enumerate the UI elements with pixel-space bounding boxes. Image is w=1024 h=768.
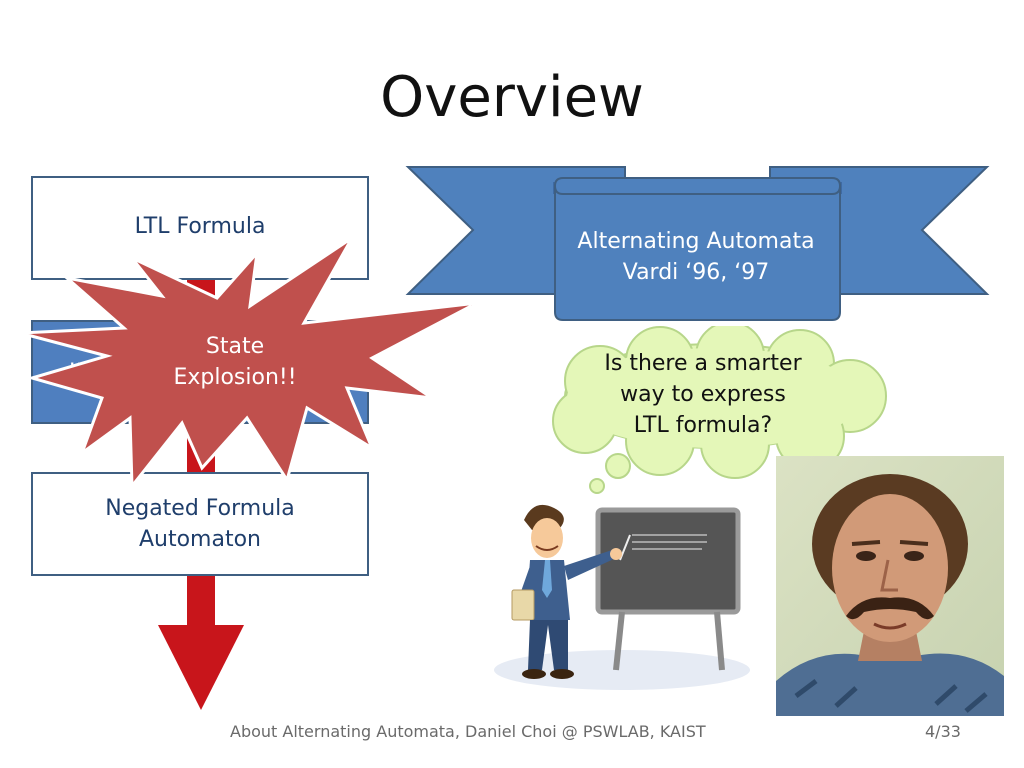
teacher-with-chalkboard-illustration (494, 504, 750, 690)
ltl-formula-label: LTL Formula (134, 213, 266, 239)
alternating-automata-ribbon (405, 166, 990, 321)
state-explosion-text: State Explosion!! (173, 334, 297, 390)
slide-title: Overview (380, 65, 644, 130)
negated-formula-automaton-box: Negated Formula Automaton (31, 472, 369, 576)
page-number: 4/33 (925, 722, 961, 741)
thought-cloud (552, 326, 887, 494)
explosion-burst-shape (19, 236, 472, 488)
ltl-formula-box: LTL Formula (31, 176, 369, 280)
cloud-question-text: Is there a smarter way to express LTL fo… (604, 350, 802, 438)
negated-formula-label: Negated Formula Automaton (105, 496, 295, 552)
portrait-photo (776, 456, 1004, 716)
alternating-automata-text: Alternating Automata Vardi ‘96, ‘97 (577, 229, 815, 285)
slide-footer: About Alternating Automata, Daniel Choi … (230, 722, 706, 741)
